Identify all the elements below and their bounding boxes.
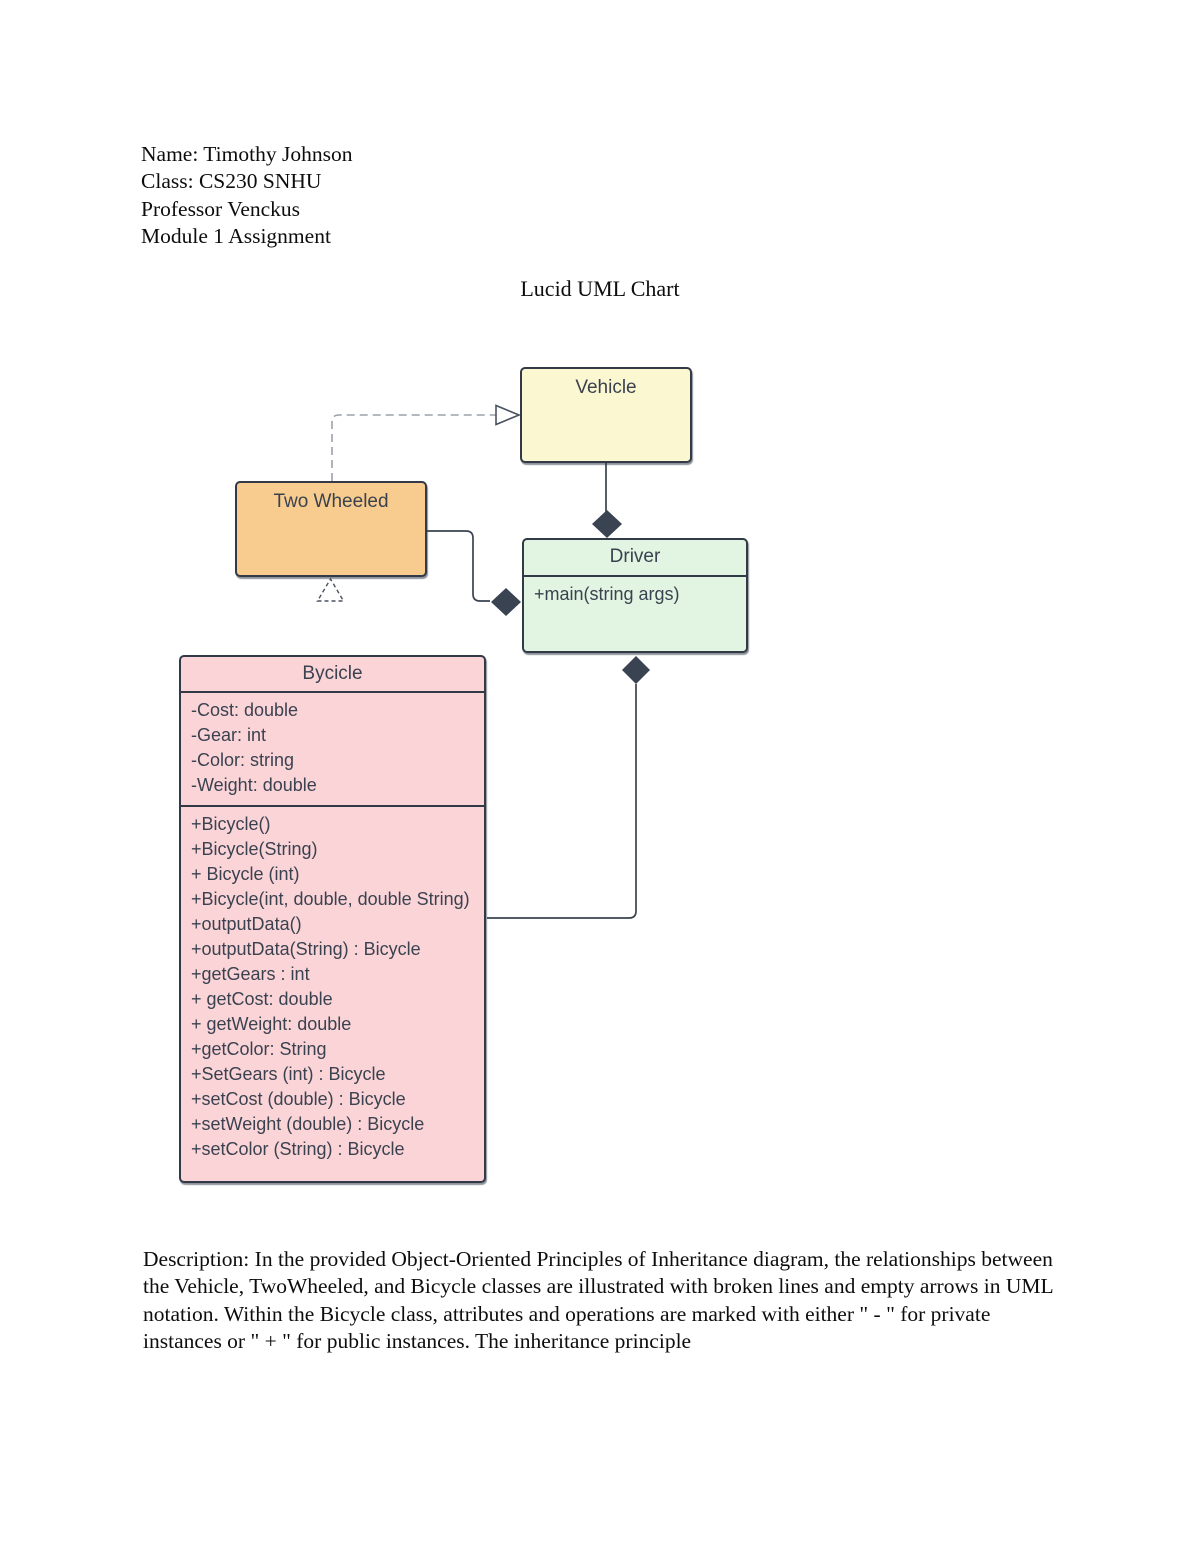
uml-method: +outputData() xyxy=(191,914,302,934)
uml-class-two-wheeled: Two Wheeled xyxy=(235,481,427,577)
student-info-line: Professor Venckus xyxy=(141,196,301,221)
class-methods: +Bicycle() +Bicycle(String) + Bicycle (int… xyxy=(181,807,484,1162)
composition-diamond-icon xyxy=(491,588,521,616)
student-info-line: Class: CS230 SNHU xyxy=(141,169,322,194)
generalization-triangle-up-icon xyxy=(316,577,345,602)
class-attributes: -Cost: double -Gear: int -Color: string -We… xyxy=(181,693,484,807)
uml-attribute: -Cost: double xyxy=(191,700,299,720)
uml-class-driver: Driver +main(string args) xyxy=(522,538,748,653)
uml-method: +Bicycle(int, double, double String) xyxy=(191,889,470,909)
class-title: Two Wheeled xyxy=(273,491,389,512)
generalization-triangle-icon xyxy=(495,404,522,426)
composition-connector-driver-bycicle xyxy=(487,684,637,919)
uml-method: +setColor (String) : Bicycle xyxy=(191,1139,405,1159)
generalization-dashed-connector xyxy=(331,414,496,481)
uml-class-vehicle: Vehicle xyxy=(520,367,692,463)
uml-attribute: -Weight: double xyxy=(191,775,317,795)
student-info-line: Name: Timothy Johnson xyxy=(141,142,353,166)
uml-method: + getCost: double xyxy=(191,989,333,1009)
class-methods: +main(string args) xyxy=(524,577,746,607)
uml-method: +getColor: String xyxy=(191,1039,327,1059)
uml-attribute: -Color: string xyxy=(191,750,295,770)
uml-method: +SetGears (int) : Bicycle xyxy=(191,1064,386,1084)
class-title: Driver xyxy=(524,540,746,577)
page-title: Lucid UML Chart xyxy=(520,276,680,301)
uml-attribute: -Gear: int xyxy=(191,725,267,745)
uml-method: +getGears : int xyxy=(191,964,310,984)
uml-method: +outputData(String) : Bicycle xyxy=(191,939,421,959)
class-title: Bycicle xyxy=(181,657,484,693)
class-title: Vehicle xyxy=(575,377,637,398)
uml-method: +Bicycle(String) xyxy=(191,839,318,859)
uml-method: + Bicycle (int) xyxy=(191,864,300,884)
composition-diamond-icon xyxy=(592,510,622,538)
uml-method: +setWeight (double) : Bicycle xyxy=(191,1114,425,1134)
uml-class-bycicle: Bycicle -Cost: double -Gear: int -Color: s… xyxy=(179,655,486,1183)
uml-method: +setCost (double) : Bicycle xyxy=(191,1089,406,1109)
description-paragraph: Description: In the provided Object-Orie… xyxy=(143,1247,1053,1353)
composition-diamond-icon xyxy=(622,656,650,684)
composition-connector-twowheeled-driver xyxy=(427,530,490,602)
uml-method: +Bicycle() xyxy=(191,814,271,834)
uml-method: +main(string args) xyxy=(534,584,680,604)
student-info-line: Module 1 Assignment xyxy=(141,223,331,248)
uml-method: + getWeight: double xyxy=(191,1014,352,1034)
